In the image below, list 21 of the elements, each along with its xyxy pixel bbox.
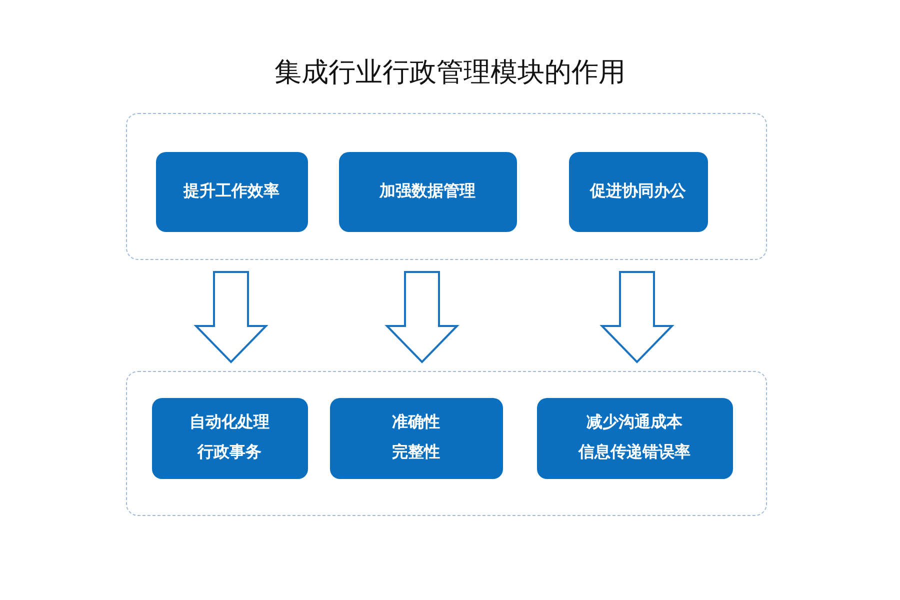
box-label: 促进协同办公 (590, 182, 686, 202)
box-label: 准确性 (392, 412, 440, 433)
box-label: 行政事务 (198, 442, 262, 463)
box-label: 减少沟通成本 (586, 412, 682, 433)
block-arrow (194, 271, 268, 364)
dashed-group-frame (126, 113, 767, 260)
rounded-box (330, 398, 502, 478)
box-label: 信息传递错误率 (578, 442, 690, 463)
rounded-box (338, 152, 516, 232)
rounded-box (536, 398, 732, 478)
rounded-box (152, 398, 308, 478)
box-label: 完整性 (392, 442, 440, 463)
block-arrow (384, 271, 460, 364)
title: 集成行业行政管理模块的作用 (274, 56, 626, 89)
block-arrow (600, 271, 674, 364)
box-label: 自动化处理 (190, 412, 270, 433)
rounded-box (568, 152, 708, 232)
box-label: 提升工作效率 (184, 181, 280, 202)
box-label: 加强数据管理 (380, 182, 476, 202)
rounded-box (156, 152, 308, 232)
dashed-group-frame (126, 371, 767, 516)
